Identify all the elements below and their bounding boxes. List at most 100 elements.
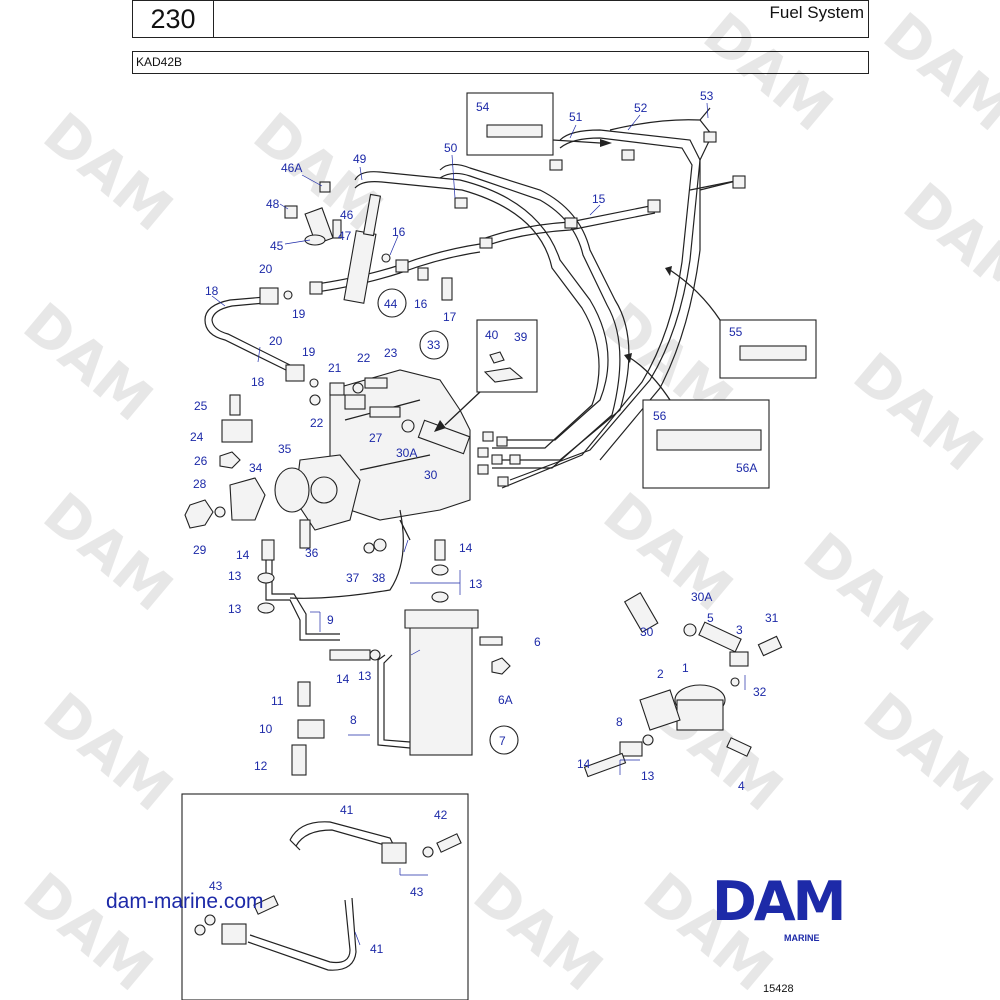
- callout-labels: 1 2 3 4 5 6 6A 7 8 8 9 10 11 12 13 13 13…: [190, 89, 779, 956]
- callout-8b: 8: [616, 715, 623, 729]
- union-21: [329, 382, 345, 396]
- return-line: [204, 287, 319, 388]
- callout-14: 14: [236, 548, 250, 562]
- bolt-31: [757, 635, 783, 657]
- pipe-nut: [395, 259, 409, 273]
- washer-13b: [257, 602, 275, 614]
- callout-13c: 13: [469, 577, 483, 591]
- hose-30b: [623, 592, 659, 633]
- watermark: DAM: [851, 681, 1000, 824]
- callout-25: 25: [194, 399, 208, 413]
- arrows: [434, 139, 721, 432]
- washer-43b: [204, 914, 216, 926]
- callout-13b: 13: [228, 602, 242, 616]
- washer-32: [730, 677, 740, 687]
- callout-21: 21: [328, 361, 342, 375]
- callout-1: 1: [682, 661, 689, 675]
- pipe-nut: [703, 131, 717, 143]
- callout-4: 4: [738, 779, 745, 793]
- callout-56: 56: [653, 409, 667, 423]
- banjo-20b: [285, 364, 305, 382]
- callout-23: 23: [384, 346, 398, 360]
- banjo-8: [619, 741, 643, 757]
- clamp-55: [739, 345, 807, 361]
- callout-8: 8: [350, 713, 357, 727]
- inset-clamps: [466, 92, 817, 489]
- callout-54: 54: [476, 100, 490, 114]
- callout-30A-b: 30A: [691, 590, 712, 604]
- watermark: DAM: [871, 1, 1000, 144]
- callout-43: 43: [410, 885, 424, 899]
- bolt-42b: [253, 895, 279, 915]
- pipe-nut: [549, 159, 563, 171]
- callout-22: 22: [357, 351, 371, 365]
- callout-29: 29: [193, 543, 207, 557]
- washer-37: [363, 542, 375, 554]
- callout-28: 28: [193, 477, 207, 491]
- gear-28: [229, 477, 266, 521]
- bolt-42: [436, 833, 462, 853]
- bracket-12: [291, 744, 307, 776]
- fuel-filter-assembly: [257, 509, 519, 756]
- washer-19: [283, 290, 293, 300]
- callout-39: 39: [514, 330, 528, 344]
- clamp-54: [486, 124, 543, 138]
- bolt-14d: [583, 752, 627, 778]
- callout-46A: 46A: [281, 161, 302, 175]
- nut-6A: [491, 657, 511, 675]
- callout-18: 18: [205, 284, 219, 298]
- callout-6: 6: [534, 635, 541, 649]
- website-link[interactable]: dam-marine.com: [106, 890, 264, 913]
- nut-40: [489, 351, 505, 364]
- callout-37: 37: [346, 571, 360, 585]
- pipe-nut: [309, 281, 323, 295]
- pump-outlet-nut: [477, 464, 489, 475]
- stud-36: [299, 519, 311, 549]
- callout-20b: 20: [269, 334, 283, 348]
- callout-30A: 30A: [396, 446, 417, 460]
- callout-14c: 14: [336, 672, 350, 686]
- page-number: 230: [150, 3, 196, 34]
- filter-canister: [409, 624, 473, 756]
- watermark: DAM: [11, 861, 164, 1000]
- washer-43c: [194, 924, 206, 936]
- watermark: DAM: [461, 861, 614, 1000]
- callout-13: 13: [228, 569, 242, 583]
- callout-36: 36: [305, 546, 319, 560]
- callout-43b: 43: [209, 879, 223, 893]
- callout-13d: 13: [358, 669, 372, 683]
- clip-39: [483, 367, 524, 383]
- callout-55: 55: [729, 325, 743, 339]
- filter-head: [404, 609, 479, 629]
- callout-48: 48: [266, 197, 280, 211]
- callout-33: 33: [427, 338, 441, 352]
- inset-box-54: [466, 92, 554, 156]
- callout-41: 41: [340, 803, 354, 817]
- watermark: DAM: [11, 291, 164, 434]
- callout-52: 52: [634, 101, 648, 115]
- banjo-20: [259, 287, 279, 305]
- callout-11: 11: [271, 694, 284, 708]
- washer-13e: [369, 649, 381, 661]
- bolt-4: [726, 737, 752, 757]
- banjo-43b: [221, 923, 247, 945]
- washer-13: [257, 572, 275, 584]
- callout-53: 53: [700, 89, 714, 103]
- watermark: DAM: [31, 681, 184, 824]
- title-box: Fuel System: [213, 0, 869, 38]
- inset-bottom: [181, 793, 469, 1000]
- logo-text: DAM: [712, 870, 843, 933]
- pump-outlet-nut: [497, 476, 509, 487]
- callout-5: 5: [707, 611, 714, 625]
- washer-45: [304, 234, 326, 246]
- inset-box-41-43: [181, 793, 469, 1000]
- callout-16: 16: [392, 225, 406, 239]
- nut-38: [373, 538, 387, 552]
- injector-pipe-stub: [362, 193, 382, 237]
- callout-13e: 13: [641, 769, 655, 783]
- gasket-2: [639, 689, 681, 731]
- pump-outlet-nut: [482, 431, 494, 442]
- callout-51: 51: [569, 110, 583, 124]
- nut-48: [284, 205, 298, 219]
- watermark: DAM: [841, 341, 994, 484]
